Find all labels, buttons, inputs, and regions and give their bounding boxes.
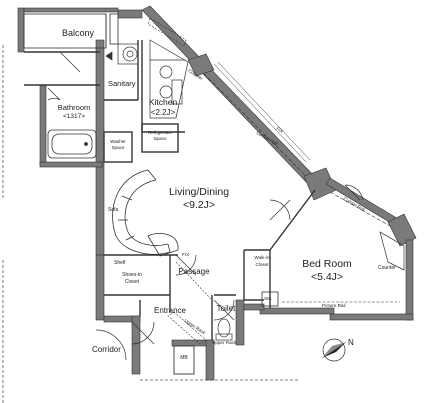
fix-lower-label: FIX [182, 252, 190, 257]
sofa-label: Sofa [108, 207, 119, 213]
balcony-rail [23, 13, 119, 49]
corridor-boundary [2, 45, 300, 403]
living-dining-size: <9.2J> [182, 199, 216, 211]
mb-label: MB [180, 355, 188, 361]
bed-room-size: <5.4J> [310, 271, 344, 283]
compass-north-label: N [348, 338, 354, 347]
doors [59, 51, 364, 361]
storage-box [261, 291, 279, 307]
bathtub [47, 129, 97, 159]
sofa-ottoman [147, 233, 179, 257]
refrigerator-space-line2: Space [153, 136, 167, 141]
toilet-label: Toilet [216, 304, 236, 313]
walk-in-closet-line1: Walk-in [254, 255, 270, 260]
compass-icon [322, 338, 346, 362]
shoes-in-closet-line2: Closet [124, 279, 140, 285]
bathroom-door [47, 87, 61, 101]
storage-label: Sto. [264, 296, 273, 301]
kitchen-counter [149, 39, 189, 119]
bed-room-label: Bed Room [302, 258, 352, 270]
sanitary-fixtures [105, 43, 139, 65]
bathroom-label: Bathroom [57, 103, 91, 112]
corridor-label: Corridor [92, 345, 121, 354]
refrigerator-space-line1: Refrigerator [147, 130, 173, 135]
entrance-label: Entrance [153, 306, 187, 315]
counter-label: Counter [378, 265, 396, 271]
sofa-shape [112, 169, 171, 255]
shelf-label: Shelf [114, 260, 126, 266]
upper-rack-label: Upper Rack [212, 340, 237, 345]
washer-space-line1: Washer [110, 139, 126, 144]
shoes-in-closet-line1: Shoes-in [122, 272, 142, 278]
mb-box [173, 345, 195, 375]
entrance-rack [167, 261, 213, 345]
sanitary-label: Sanitary [108, 79, 136, 88]
washer-space-line2: Space [111, 145, 125, 150]
passage-label: Passage [178, 267, 210, 276]
walk-in-closet-line2: Closet [255, 262, 269, 267]
curtain-rails [203, 73, 391, 227]
kitchen-size: <2.2J> [150, 108, 176, 117]
kitchen-rack [147, 17, 187, 47]
balcony-label: Balcony [62, 28, 95, 38]
counter-shape [379, 231, 405, 271]
outer-walls [17, 5, 417, 381]
picture-rail-label: Picture Rail [322, 303, 346, 308]
living-dining-label: Living/Dining [168, 186, 230, 198]
toilet-fixture [215, 318, 233, 341]
interior-walls [24, 40, 316, 340]
kitchen-label: Kitchen [148, 97, 178, 107]
bathroom-size: <1317> [62, 113, 86, 120]
window-fix-upper [213, 61, 311, 163]
